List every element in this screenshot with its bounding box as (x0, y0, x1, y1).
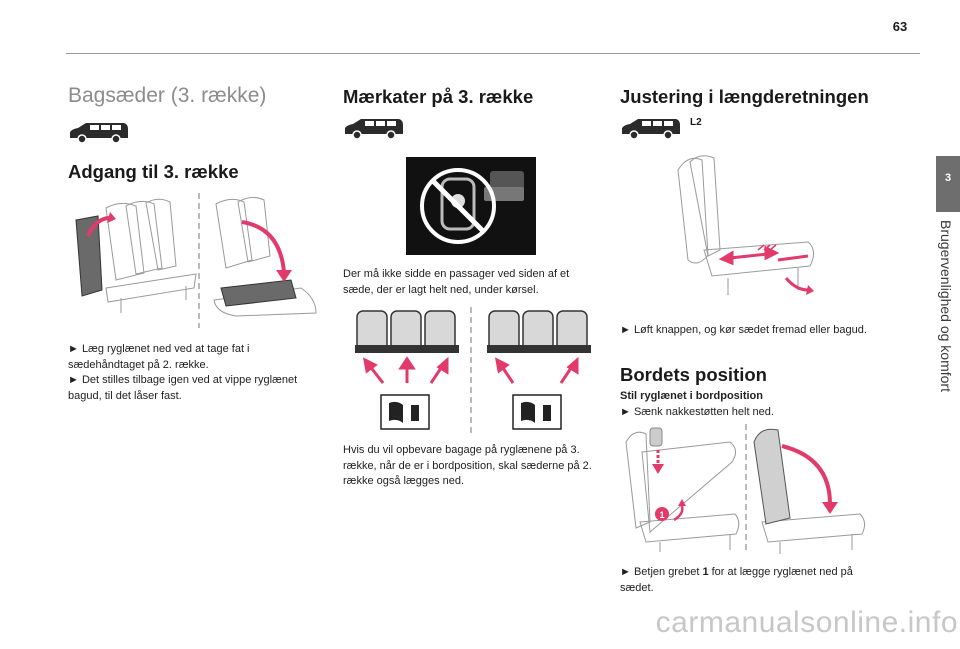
lever-number: 1 (702, 566, 709, 578)
section-title: Bagsæder (3. række) (68, 84, 267, 107)
col1-instructions: ► Læg ryglænet ned ved at tage fat i sæd… (68, 342, 313, 404)
table-position-illustration: 1 (625, 424, 866, 554)
instruction-operate-lever: ► Betjen grebet 1 for at lægge ryglænet … (620, 565, 882, 596)
heading-access-3rd-row: Adgang til 3. række (68, 161, 239, 182)
col3-text1: ► Løft knappen, og kør sædet fremad elle… (620, 323, 880, 339)
chapter-side-title: Brugervenlighed og komfort (938, 220, 954, 392)
chapter-tab[interactable] (936, 156, 960, 212)
subheading-table-position: Stil ryglænet i bordposition (620, 390, 763, 402)
sticker-warning-text: Der må ikke sidde en passager ved siden … (343, 268, 570, 296)
luggage-storage-text: Hvis du vil opbevare bagage på ryglænene… (343, 444, 592, 487)
instruction-lower-headrest: ► Sænk nakkestøtten helt ned. (620, 405, 774, 418)
chapter-side-title-wrap: Brugervenlighed og komfort (938, 220, 960, 540)
heading-stickers-3rd-row: Mærkater på 3. række (343, 86, 534, 107)
instruction-return-backrest: ► Det stilles tilbage igen ved at vippe … (68, 374, 298, 402)
lever-instruction-post: for at lægge ryglænet ned på sædet. (620, 566, 853, 594)
heading-longitudinal-adjustment: Justering i længderetningen (620, 86, 869, 107)
chapter-tab-number: 3 (944, 172, 952, 184)
col3-text2: Stil ryglænet i bordposition ► Sænk nakk… (620, 389, 880, 420)
col3-text3: ► Betjen grebet 1 for at lægge ryglænet … (620, 565, 882, 596)
car-silhouette-icon (345, 119, 403, 140)
callout-label-1: 1 (659, 510, 664, 520)
car-silhouette-icon (70, 123, 128, 144)
header-divider (66, 53, 920, 54)
col2-text1: Der må ikke sidde en passager ved siden … (343, 267, 598, 298)
lever-instruction-pre: ► Betjen grebet (620, 566, 703, 578)
luggage-stickers-illustration (355, 307, 591, 433)
col2-text2: Hvis du vil opbevare bagage på ryglænene… (343, 443, 601, 490)
heading-table-position: Bordets position (620, 364, 767, 385)
watermark-text: carmanualsonline.info (655, 606, 958, 639)
col1-section-title-wrap: Bagsæder (3. række) (68, 84, 308, 108)
seat-slide-illustration (677, 155, 814, 295)
instruction-lift-button: ► Løft knappen, og kør sædet fremad elle… (620, 324, 867, 336)
instruction-fold-backrest: ► Læg ryglænet ned ved at tage fat i sæd… (68, 343, 250, 371)
version-label: L2 (690, 117, 702, 128)
seat-fold-illustration (66, 188, 326, 333)
car-silhouette-icon (622, 119, 680, 140)
no-passenger-sticker-icon (406, 157, 536, 255)
page-number: 63 (892, 19, 908, 34)
